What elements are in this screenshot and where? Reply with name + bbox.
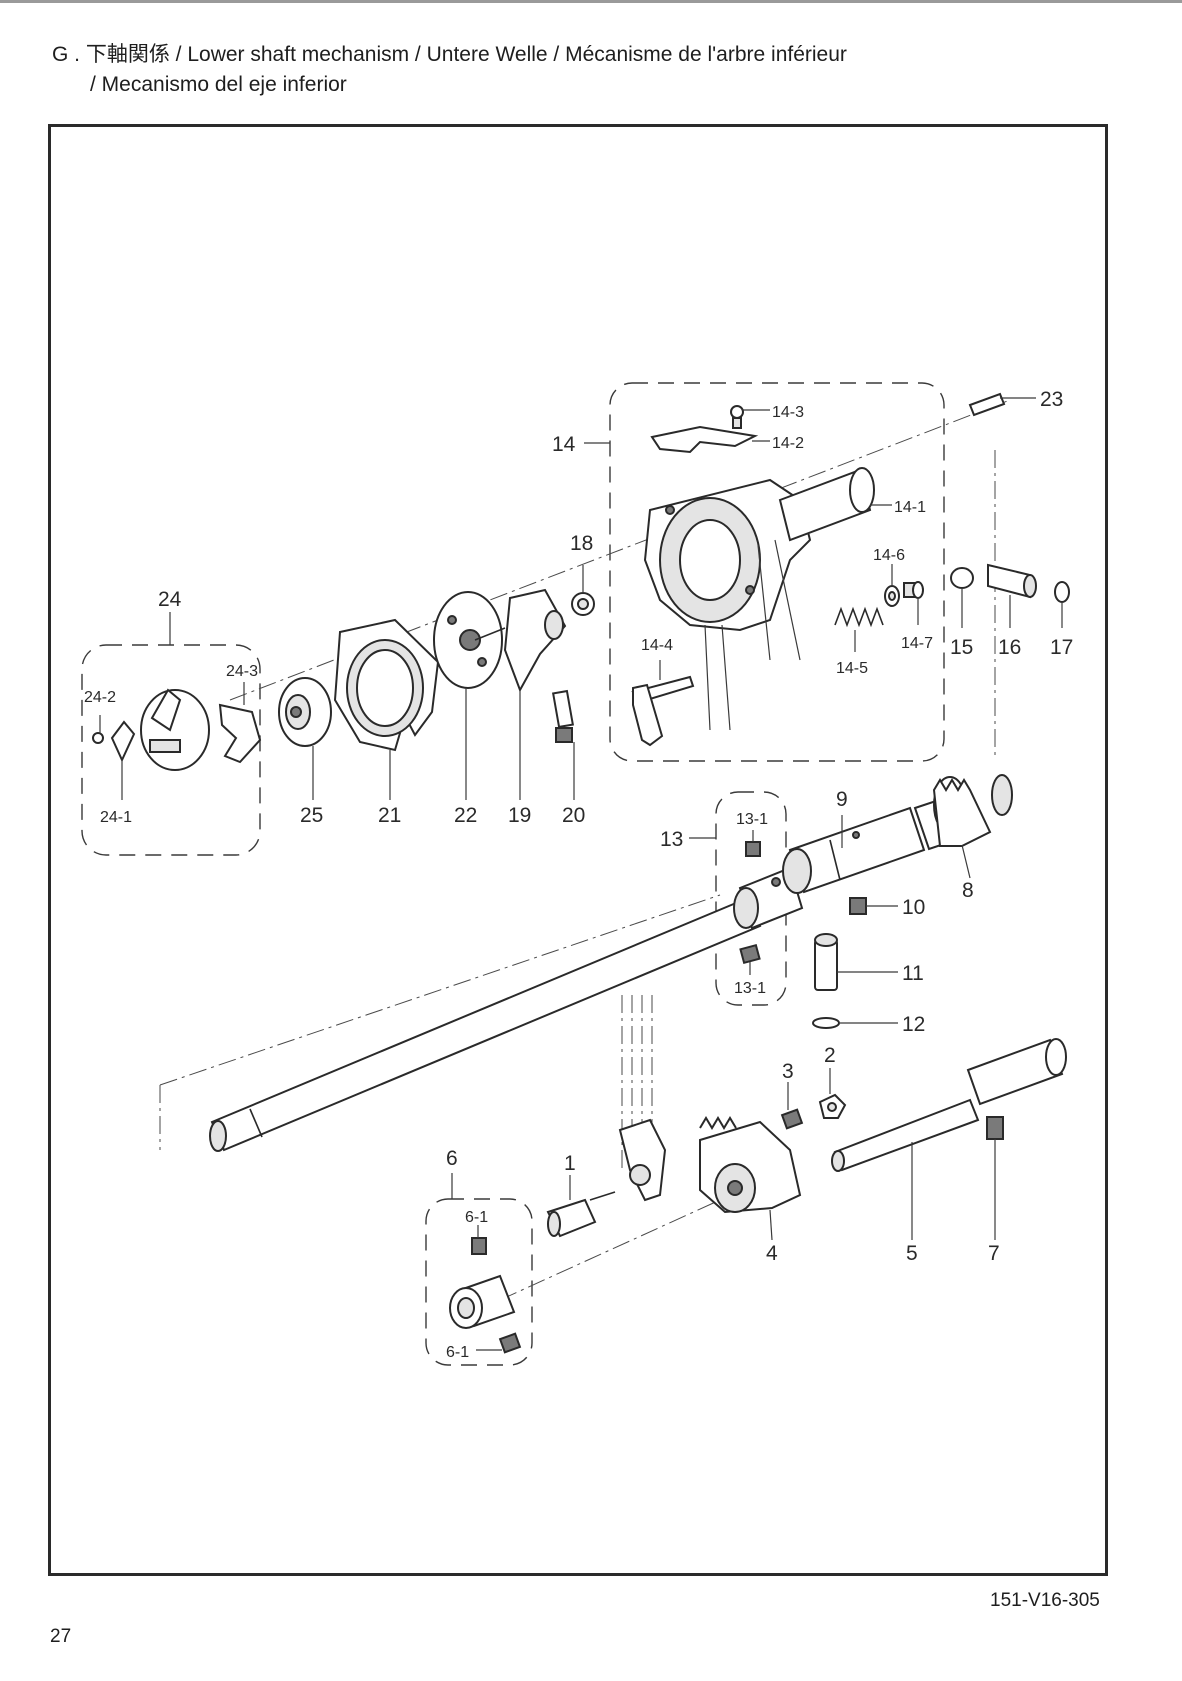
label-part-14-4: 14-4 (641, 637, 673, 654)
washer-14-6 (885, 586, 899, 606)
lower-shaft (210, 898, 760, 1151)
screw-14-7 (904, 582, 923, 598)
label-part-24: 24 (158, 588, 182, 611)
label-part-16: 16 (998, 636, 1021, 659)
label-part-15: 15 (950, 636, 973, 659)
shaft-16 (988, 565, 1036, 597)
set-screw-13-1-bottom (740, 945, 759, 963)
document-code: 151-V16-305 (990, 1590, 1100, 1612)
label-part-1: 1 (564, 1152, 576, 1175)
inner-hook-21 (335, 620, 438, 750)
set-screw-10 (850, 898, 866, 914)
label-part-12: 12 (902, 1013, 925, 1036)
set-screw-6-1-bottom (500, 1334, 520, 1353)
pin-23 (970, 394, 1004, 415)
label-part-14-2: 14-2 (772, 435, 804, 452)
label-part-6-1-top: 6-1 (465, 1209, 488, 1226)
washer-12 (813, 1018, 839, 1028)
pin-11 (815, 934, 837, 990)
screw-20 (553, 691, 573, 742)
set-screw-6-1-top (472, 1238, 486, 1254)
lever-14-4 (633, 677, 693, 745)
label-part-11: 11 (902, 962, 924, 985)
retaining-ring-18 (572, 593, 594, 615)
screw-24-2 (93, 733, 103, 743)
label-part-7: 7 (988, 1242, 1000, 1265)
ring-17 (1055, 582, 1069, 602)
rod-5 (832, 1039, 1066, 1171)
label-part-18: 18 (570, 532, 593, 555)
label-part-13-1-bottom: 13-1 (734, 980, 766, 997)
set-screw-3 (782, 1110, 802, 1129)
page-number: 27 (50, 1626, 71, 1648)
spring-plate-24-3 (220, 705, 260, 762)
label-part-14-6: 14-6 (873, 547, 905, 564)
label-part-24-2: 24-2 (84, 689, 116, 706)
label-part-19: 19 (508, 804, 531, 827)
label-part-22: 22 (454, 804, 477, 827)
label-part-14-3: 14-3 (772, 404, 804, 421)
label-part-14-7: 14-7 (901, 635, 933, 652)
hook-plate-22 (434, 592, 505, 688)
label-part-20: 20 (562, 804, 585, 827)
cover-plate-14-2 (652, 427, 755, 452)
label-part-24-1: 24-1 (100, 809, 132, 826)
collar-axis-line (500, 1200, 720, 1300)
label-part-3: 3 (782, 1060, 794, 1083)
latch-24-1 (112, 722, 134, 760)
hook-assembly-14 (645, 468, 874, 630)
stud-1 (548, 1192, 615, 1236)
label-part-6-1-bottom: 6-1 (446, 1344, 469, 1361)
label-part-23: 23 (1040, 388, 1063, 411)
label-part-9: 9 (836, 788, 848, 811)
set-screw-13-1-top (746, 842, 760, 856)
label-part-13: 13 (660, 828, 683, 851)
label-part-14-1: 14-1 (894, 499, 926, 516)
label-part-8: 8 (962, 879, 974, 902)
label-part-10: 10 (902, 896, 925, 919)
label-part-24-3: 24-3 (226, 663, 258, 680)
link-arm (620, 1120, 665, 1200)
label-part-17: 17 (1050, 636, 1073, 659)
screw-14-3 (731, 406, 743, 428)
bobbin-25 (279, 678, 331, 746)
hook-point-19 (505, 590, 565, 690)
label-part-6: 6 (446, 1147, 458, 1170)
pin-7 (987, 1117, 1003, 1139)
bushing-9 (783, 808, 924, 893)
collar-6 (450, 1276, 514, 1328)
label-part-25: 25 (300, 804, 323, 827)
gear-8 (915, 775, 1012, 849)
bobbin-case-24 (141, 690, 209, 770)
label-part-2: 2 (824, 1044, 836, 1067)
label-part-21: 21 (378, 804, 401, 827)
label-part-5: 5 (906, 1242, 918, 1265)
label-part-14-5: 14-5 (836, 660, 868, 677)
thread-guide-15 (951, 568, 973, 588)
label-part-4: 4 (766, 1242, 778, 1265)
crank-4 (700, 1118, 800, 1212)
label-part-13-1-top: 13-1 (736, 811, 768, 828)
nut-2 (820, 1095, 845, 1118)
spring-14-5 (835, 609, 883, 625)
label-part-14: 14 (552, 433, 576, 456)
